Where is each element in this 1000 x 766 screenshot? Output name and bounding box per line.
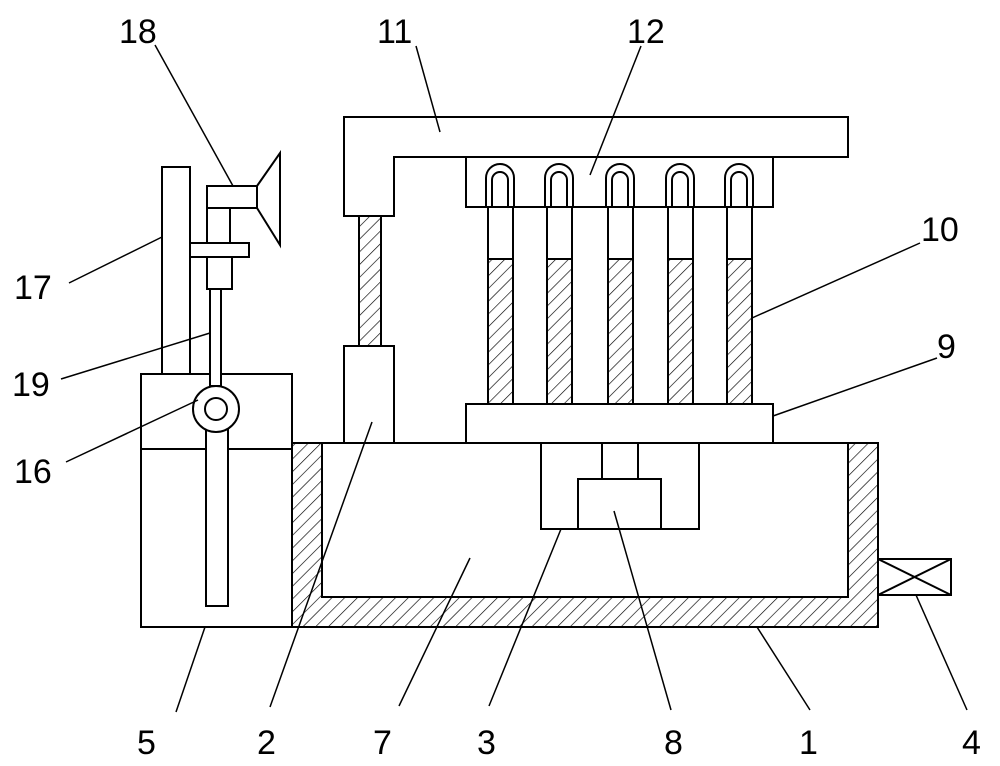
platform (465, 403, 774, 444)
label-2: 2 (257, 724, 276, 762)
label-11: 11 (377, 13, 412, 51)
label-18: 18 (119, 13, 157, 51)
label-3: 3 (477, 724, 496, 762)
label-10: 10 (921, 211, 959, 249)
inner-chamber (321, 443, 849, 598)
label-7: 7 (373, 724, 392, 762)
label-17: 17 (14, 269, 52, 307)
lift-cylinder (343, 345, 395, 444)
motor-housing (540, 442, 700, 530)
label-16: 16 (14, 453, 52, 491)
hose (209, 288, 222, 387)
support-arm (343, 116, 849, 217)
lift-rod (358, 215, 382, 347)
brush-rods (487, 206, 753, 405)
label-5: 5 (137, 724, 156, 762)
pump-core (204, 397, 228, 421)
label-19: 19 (12, 366, 50, 404)
u-loops (485, 163, 754, 207)
label-9: 9 (937, 328, 956, 366)
spray-nozzle (189, 149, 281, 290)
leader-lines (60, 44, 968, 713)
label-12: 12 (627, 13, 665, 51)
part-numbers: 18 17 19 16 5 11 12 10 9 2 7 3 8 1 4 (12, 13, 981, 762)
label-4: 4 (962, 724, 981, 762)
label-8: 8 (664, 724, 683, 762)
drain-valve (877, 558, 952, 596)
label-1: 1 (799, 724, 818, 762)
suction-pipe (205, 409, 229, 607)
stand-post (161, 166, 191, 375)
